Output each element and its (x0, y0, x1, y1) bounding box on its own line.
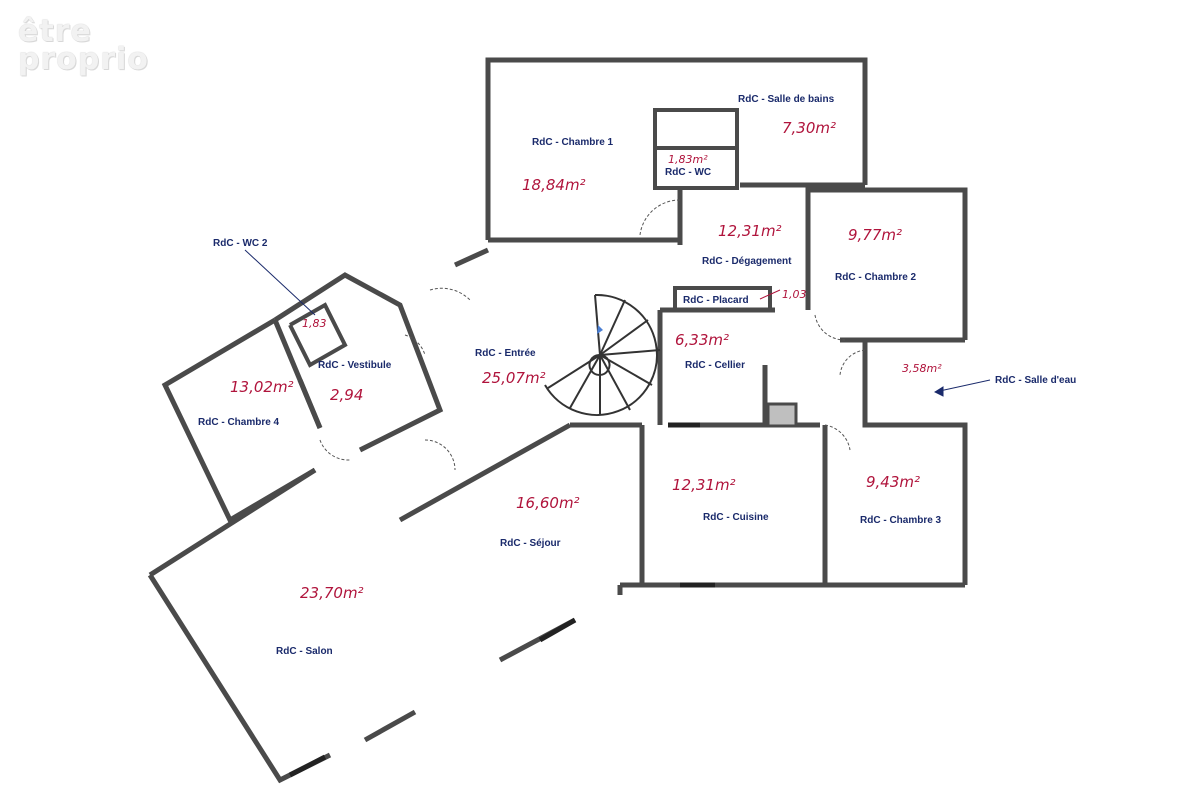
wall-cuisine (639, 425, 748, 588)
wall-salle-deau (862, 340, 968, 585)
leader-placard (759, 289, 781, 300)
logo-line1: être (18, 14, 92, 49)
wall-chambre2 (805, 187, 968, 340)
wall-vestibule-mid (297, 379, 323, 429)
label-entree: RdC - Entrée (475, 348, 536, 359)
door-chambre1 (639, 199, 681, 236)
label-placard: RdC - Placard (683, 295, 749, 306)
label-chambre3: RdC - Chambre 3 (860, 515, 942, 526)
area-degagement: 12,31m² (718, 222, 782, 240)
area-entree: 25,07m² (482, 369, 546, 387)
label-cuisine: RdC - Cuisine (703, 512, 769, 523)
wall-salon-right (363, 709, 417, 743)
area-wc2: 1,83 (302, 317, 327, 330)
label-salle-de-bains: RdC - Salle de bains (738, 94, 835, 105)
wall-placard (673, 286, 772, 312)
etre-proprio-logo: être proprio (18, 14, 150, 77)
door-swings (319, 199, 866, 471)
area-sejour: 16,60m² (516, 494, 580, 512)
door-chambre3 (824, 424, 851, 451)
logo-line2: proprio (18, 42, 150, 77)
label-chambre4: RdC - Chambre 4 (198, 417, 280, 428)
door-sejour (424, 439, 456, 471)
area-chambre1: 18,84m² (522, 176, 586, 194)
walls (147, 57, 968, 784)
wall-chambre4 (161, 317, 317, 524)
door-salle-deau (839, 349, 866, 376)
area-wc: 1,83m² (668, 153, 708, 166)
label-wc2: RdC - WC 2 (213, 238, 268, 249)
door-entree (429, 287, 471, 301)
label-salle-deau: RdC - Salle d'eau (995, 375, 1076, 386)
wall-salon (147, 573, 332, 784)
chimney (766, 402, 798, 428)
wall-chambre1 (485, 57, 868, 240)
leader-salle-deau (934, 379, 991, 393)
wall-wc (653, 146, 739, 190)
arrow-salle-deau-icon (933, 386, 944, 397)
leader-lines (244, 249, 991, 397)
handwritten-areas: 7,30m² 18,84m² 1,83m² 12,31m² 9,77m² 1,8… (230, 119, 942, 602)
area-salon: 23,70m² (300, 584, 364, 602)
label-vestibule: RdC - Vestibule (318, 360, 392, 371)
area-chambre2: 9,77m² (848, 226, 902, 244)
label-sejour: RdC - Séjour (500, 538, 561, 549)
leader-wc2 (244, 249, 316, 316)
area-salle-de-bains: 7,30m² (782, 119, 836, 137)
stair-arrow-icon (597, 325, 603, 334)
label-chambre2: RdC - Chambre 2 (835, 272, 917, 283)
area-placard: 1,03 (782, 288, 807, 301)
wall-wc-block (653, 108, 739, 150)
window-salon-right (538, 617, 577, 643)
room-labels: RdC - Salle de bains RdC - Chambre 1 RdC… (198, 94, 1076, 657)
area-salle-deau: 3,58m² (902, 362, 942, 375)
label-wc: RdC - WC (665, 167, 711, 178)
area-chambre4: 13,02m² (230, 378, 294, 396)
area-cuisine: 12,31m² (672, 476, 736, 494)
label-cellier: RdC - Cellier (685, 360, 745, 371)
wall-vestibule (273, 272, 444, 453)
label-salon: RdC - Salon (276, 646, 333, 657)
wall-sejour-diag (398, 422, 572, 523)
spiral-staircase (544, 293, 661, 416)
door-vestibule (404, 334, 426, 356)
label-degagement: RdC - Dégagement (702, 256, 792, 267)
window-salon (288, 754, 327, 778)
area-cellier: 6,33m² (675, 331, 729, 349)
door-chambre2 (814, 314, 846, 341)
area-vestibule: 2,94 (330, 386, 363, 404)
windows (288, 422, 715, 778)
wall-wc2 (288, 302, 348, 368)
area-chambre3: 9,43m² (866, 473, 920, 491)
label-chambre1: RdC - Chambre 1 (532, 137, 614, 148)
wall-entree-top (453, 247, 490, 268)
door-chambre4 (319, 439, 351, 461)
